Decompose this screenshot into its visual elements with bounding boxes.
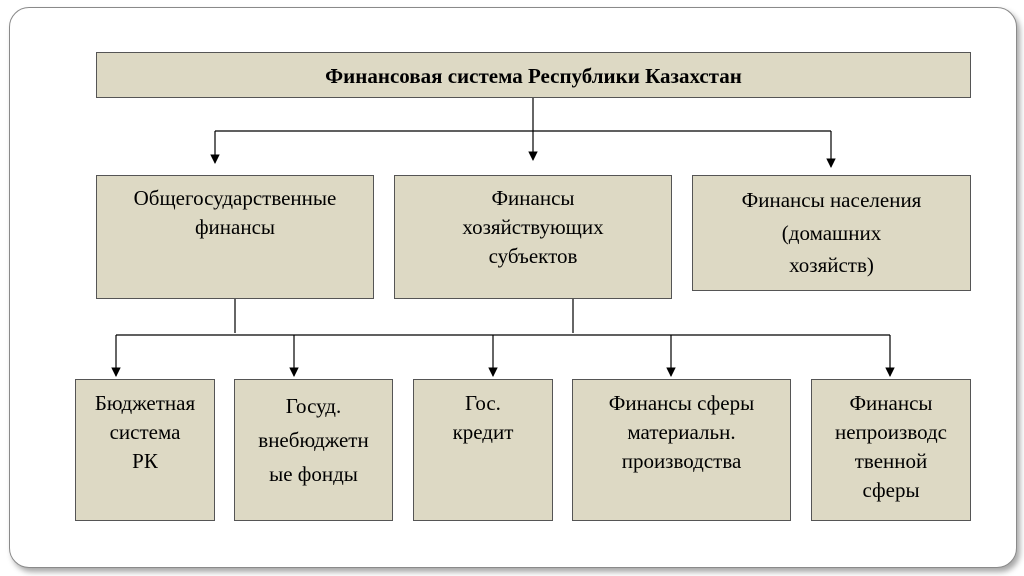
business-finance-box: Финансы хозяйствующих субъектов	[394, 175, 672, 299]
household-finance-box: Финансы населения (домашних хозяйств)	[692, 175, 971, 291]
budget-system-box: Бюджетная система РК	[75, 379, 215, 521]
non-production-finance-box: Финансы непроизводс твенной сферы	[811, 379, 971, 521]
state-credit-box: Гос. кредит	[413, 379, 553, 521]
state-finance-box: Общегосударственные финансы	[96, 175, 374, 299]
title-box: Финансовая система Республики Казахстан	[96, 52, 971, 98]
material-production-finance-box: Финансы сферы материальн. производства	[572, 379, 791, 521]
extra-budget-funds-box: Госуд. внебюджетн ые фонды	[234, 379, 393, 521]
